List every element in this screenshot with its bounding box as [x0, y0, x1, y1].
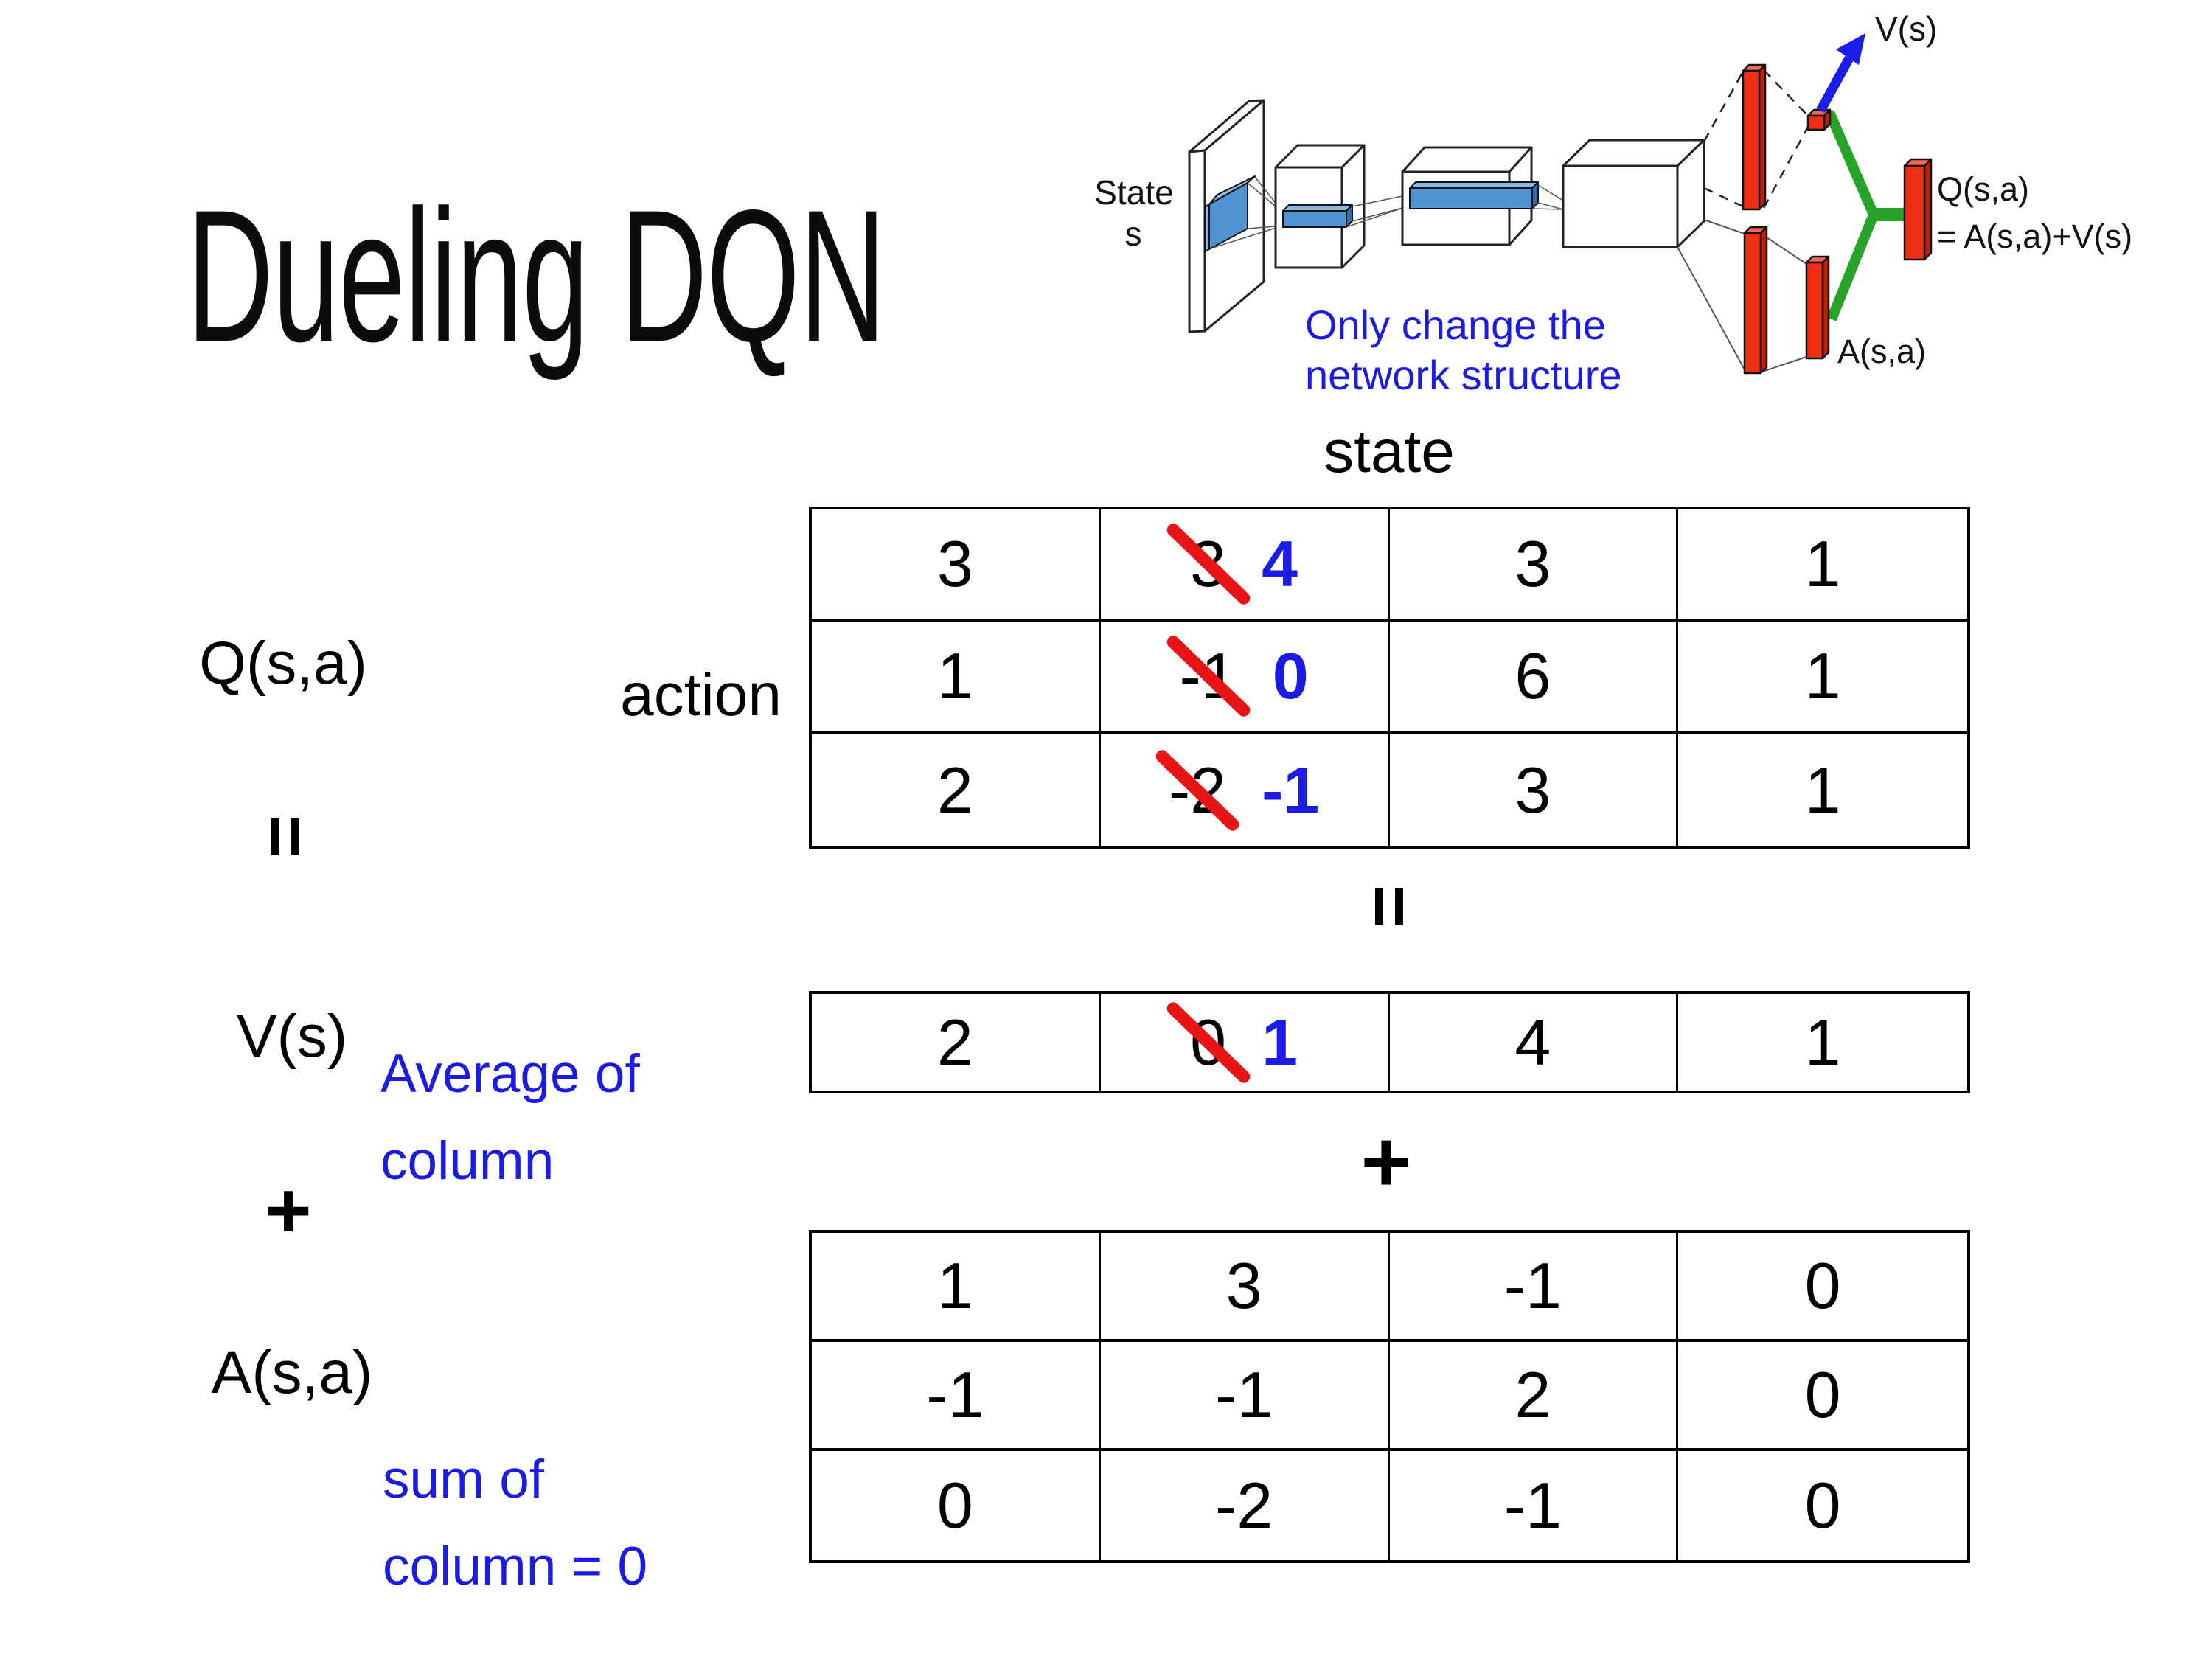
- state-header: state: [1324, 418, 1455, 485]
- diagram-note-line2: network structure: [1305, 352, 1622, 398]
- diagram-note-line1: Only change the: [1305, 302, 1606, 348]
- table-cell: 1: [1804, 1005, 1841, 1079]
- table-cell: 3: [1100, 1233, 1390, 1342]
- table-cell: 1: [1678, 509, 1967, 622]
- table-cell: 2: [812, 994, 1101, 1091]
- sum-annotation: sum of column = 0: [383, 1436, 647, 1610]
- q-output-label-line1: Q(s,a): [1937, 170, 2029, 208]
- table-cell: -2: [1101, 1451, 1390, 1560]
- plus-sign-middle: +: [1360, 1113, 1412, 1211]
- corrected-value: 0: [1272, 639, 1309, 713]
- network-architecture-diagram: State s Only change the network structur…: [1094, 10, 2132, 398]
- state-input-label-line2: s: [1125, 215, 1142, 253]
- table-cell: 2: [1389, 1342, 1679, 1451]
- equals-sign-middle: =: [1348, 885, 1431, 929]
- feature-bar-1: [1282, 204, 1353, 228]
- fc-red-bar-bottom: [1743, 226, 1768, 375]
- corrected-value: 4: [1262, 527, 1298, 601]
- conv-connection-lines-3: [1531, 184, 1564, 210]
- value-stream-dashed-links: [1703, 69, 1809, 209]
- table-cell: 6: [1389, 622, 1679, 734]
- q-matrix-label: Q(s,a): [199, 630, 367, 697]
- average-annotation: Average of column: [380, 1031, 640, 1205]
- table-cell: 4: [1390, 994, 1679, 1091]
- table-cell: 3: [1390, 734, 1679, 846]
- crossed-cell: -1 0: [1100, 622, 1390, 734]
- crossed-cell: 0 1: [1101, 994, 1390, 1091]
- table-cell: 0: [1678, 1342, 1967, 1451]
- action-axis-label: action: [620, 661, 782, 728]
- sum-annotation-line2: column = 0: [383, 1537, 648, 1596]
- table-cell: 3: [812, 509, 1101, 622]
- table-cell: -1: [1100, 1342, 1390, 1451]
- table-cell: 1: [812, 1233, 1101, 1342]
- value-output-arrow: [1816, 33, 1865, 114]
- table-cell: 2: [812, 734, 1101, 846]
- table-cell: 3: [1389, 509, 1679, 622]
- average-annotation-line2: column: [380, 1131, 554, 1191]
- sum-annotation-line1: sum of: [383, 1450, 545, 1509]
- page-title: Dueling DQN: [187, 171, 886, 381]
- conv-connection-lines-2: [1346, 195, 1403, 228]
- corrected-value: -1: [1262, 753, 1320, 827]
- fc-layer-box: [1562, 139, 1705, 248]
- q-output-bar: [1903, 158, 1933, 261]
- advantage-stream-links: [1677, 219, 1807, 372]
- fc-red-bar-top: [1742, 63, 1767, 211]
- feature-bar-2: [1409, 181, 1539, 209]
- advantage-vector-bar: [1805, 255, 1830, 360]
- table-cell: -1: [1390, 1451, 1679, 1560]
- table-cell: 1: [1678, 622, 1967, 734]
- table-cell: 1: [1804, 753, 1841, 827]
- value-scalar-cube: [1806, 108, 1832, 131]
- a-matrix-label: A(s,a): [211, 1339, 373, 1406]
- table-cell: -1: [812, 1342, 1101, 1451]
- corrected-value: 1: [1262, 1005, 1298, 1079]
- table-cell: 0: [1804, 1469, 1841, 1542]
- a-table: 1 3 -1 0 -1 -1 2 0 0 -2 -1 0: [809, 1230, 1970, 1563]
- table-cell: 0: [1678, 1233, 1967, 1342]
- conv-filter-wedge: [1204, 175, 1256, 252]
- table-cell: 0: [812, 1451, 1101, 1560]
- plus-sign-left: +: [265, 1165, 312, 1255]
- crossed-cell: -2 -1: [1101, 734, 1390, 846]
- table-cell: -1: [1389, 1233, 1679, 1342]
- q-output-label-line2: = A(s,a)+V(s): [1937, 218, 2132, 255]
- a-output-label: A(s,a): [1837, 333, 1926, 370]
- merge-link-green: [1824, 110, 1906, 321]
- v-output-label: V(s): [1875, 10, 1937, 48]
- q-table: 3 3 4 3 1 1 -1 0 6 1 2 -2 -1 3 1: [809, 507, 1970, 849]
- table-cell: 1: [812, 622, 1101, 734]
- v-row-table: 2 0 1 4 1: [809, 991, 1970, 1093]
- state-input-label-line1: State: [1094, 173, 1173, 212]
- crossed-cell: 3 4: [1100, 509, 1390, 622]
- equals-sign-left: =: [244, 815, 327, 859]
- v-matrix-label: V(s): [236, 1003, 348, 1070]
- average-annotation-line1: Average of: [380, 1044, 640, 1104]
